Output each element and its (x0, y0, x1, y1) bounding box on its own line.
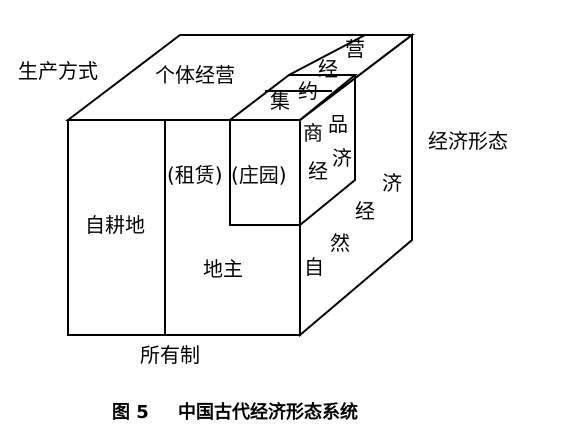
label-production-mode: 生产方式 (18, 59, 98, 83)
carve-front-outline (229, 120, 300, 226)
label-self-cultivated-land: 自耕地 (85, 213, 145, 237)
label-intensive-char-2: 约 (298, 79, 318, 103)
label-commodity-char-1: 商 (303, 121, 323, 145)
carve-top-outline (229, 74, 358, 121)
caption-title: 中国古代经济形态系统 (178, 401, 358, 423)
label-natural-char-3: 经 (355, 199, 375, 223)
label-intensive-char-4: 营 (345, 37, 365, 61)
label-commodity-char-3: 经 (308, 159, 328, 183)
label-economic-form: 经济形态 (428, 129, 508, 153)
label-natural-char-1: 自 (304, 255, 324, 279)
label-individual-operation: 个体经营 (155, 63, 235, 87)
label-ownership: 所有制 (140, 343, 200, 367)
label-intensive-char-1: 集 (270, 89, 290, 113)
label-commodity-char-4: 济 (332, 146, 352, 170)
label-intensive-char-3: 经 (318, 57, 338, 81)
carve-right-outline (299, 75, 356, 226)
label-tenancy: (租赁) (167, 163, 223, 187)
label-natural-char-4: 济 (382, 171, 402, 195)
cube-right-face (299, 32, 413, 338)
caption-figure-number: 图 5 (112, 402, 149, 423)
label-landlord: 地主 (203, 257, 243, 281)
label-manor: (庄园) (231, 163, 287, 187)
carve-divider-line (288, 34, 366, 76)
label-commodity-char-2: 品 (328, 112, 348, 136)
label-natural-char-2: 然 (330, 231, 350, 255)
